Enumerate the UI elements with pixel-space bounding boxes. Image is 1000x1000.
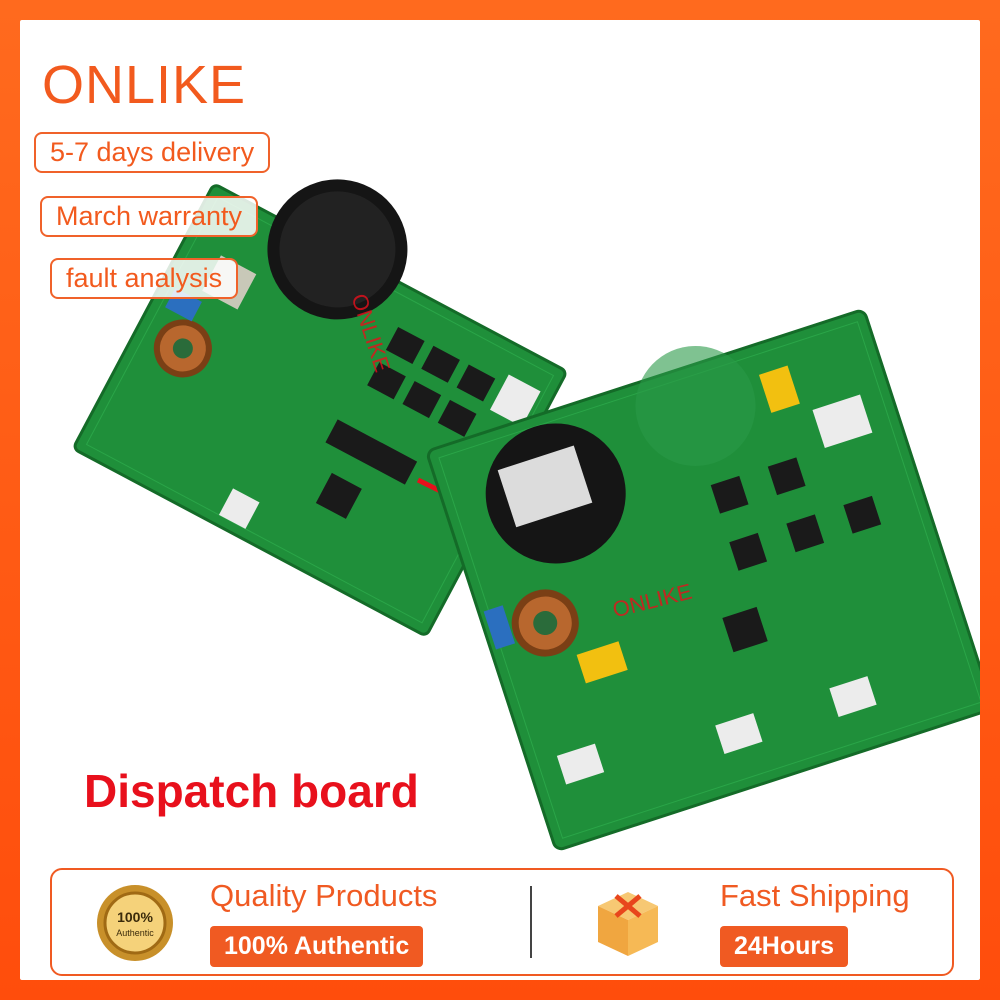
- fast-shipping-title: Fast Shipping: [720, 878, 910, 913]
- seal-text: 100%: [117, 909, 153, 925]
- shipping-time-badge: 24Hours: [720, 926, 849, 967]
- circuit-boards-illustration: [73, 179, 980, 851]
- footer-divider: [530, 886, 532, 958]
- tag-delivery: 5-7 days delivery: [34, 132, 271, 173]
- replacement-board: [426, 309, 980, 851]
- product-image: ONLIKE 5-7 days delivery March warranty …: [20, 20, 980, 980]
- caption-dispatch-board: Dispatch board: [84, 765, 419, 817]
- tag-fault-analysis: fault analysis: [50, 258, 239, 299]
- brand-title: ONLIKE: [42, 55, 247, 115]
- seal-subtext: Authentic: [116, 928, 154, 938]
- authentic-seal-icon: 100% Authentic: [97, 885, 173, 961]
- footer-banner: 100% Authentic Quality Products 100% Aut…: [50, 868, 954, 976]
- tag-warranty: March warranty: [40, 196, 259, 237]
- quality-products-title: Quality Products: [210, 878, 438, 913]
- authentic-badge: 100% Authentic: [210, 926, 424, 967]
- shipping-box-icon: [598, 892, 658, 956]
